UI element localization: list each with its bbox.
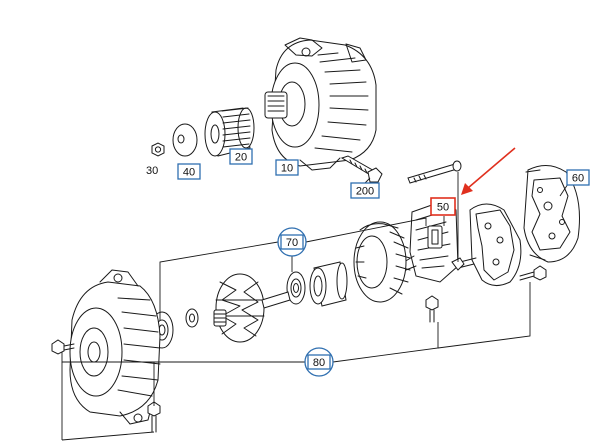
part-200-bolt[interactable] <box>340 155 383 183</box>
rotor[interactable] <box>213 273 291 343</box>
front-housing[interactable] <box>69 269 161 425</box>
svg-text:20: 20 <box>235 152 247 164</box>
part-10-alternator-housing[interactable] <box>264 37 377 171</box>
screw-front-left[interactable] <box>51 339 75 355</box>
svg-text:50: 50 <box>437 202 449 214</box>
callout-200[interactable]: 200 <box>350 182 380 199</box>
svg-text:30: 30 <box>146 165 158 177</box>
stator-winding[interactable] <box>353 221 411 303</box>
leader-lines <box>61 172 569 441</box>
part-60-rear-cover[interactable] <box>523 165 580 263</box>
svg-text:80: 80 <box>313 357 325 369</box>
part-70-slip-ring-collar[interactable] <box>309 261 348 307</box>
part-70-bearing[interactable] <box>286 271 306 305</box>
part-50-long-bolt <box>407 160 462 184</box>
callout-50-highlighted[interactable]: 50 <box>430 197 456 216</box>
part-30-nut[interactable] <box>151 142 165 157</box>
screw-front-bottom[interactable] <box>147 401 161 433</box>
svg-text:60: 60 <box>572 173 584 185</box>
callout-60[interactable]: 60 <box>566 169 590 186</box>
svg-text:40: 40 <box>183 167 195 179</box>
svg-text:70: 70 <box>286 237 298 249</box>
svg-text:200: 200 <box>356 186 374 198</box>
callout-80[interactable]: 80 <box>304 347 334 377</box>
svg-text:10: 10 <box>281 163 293 175</box>
callout-70[interactable]: 70 <box>277 227 307 257</box>
callout-40[interactable]: 40 <box>177 163 201 180</box>
highlight-arrow <box>461 147 516 195</box>
callout-20[interactable]: 20 <box>229 148 253 165</box>
callout-30[interactable]: 30 <box>146 165 158 177</box>
screw-regulator[interactable] <box>425 295 439 323</box>
rectifier-plate[interactable] <box>451 203 522 286</box>
callout-10[interactable]: 10 <box>275 159 299 176</box>
front-washer[interactable] <box>185 308 199 328</box>
part-20-pulley[interactable] <box>204 107 255 157</box>
screw-rear-right[interactable] <box>519 265 547 281</box>
part-40-cover-disc[interactable] <box>172 123 198 157</box>
